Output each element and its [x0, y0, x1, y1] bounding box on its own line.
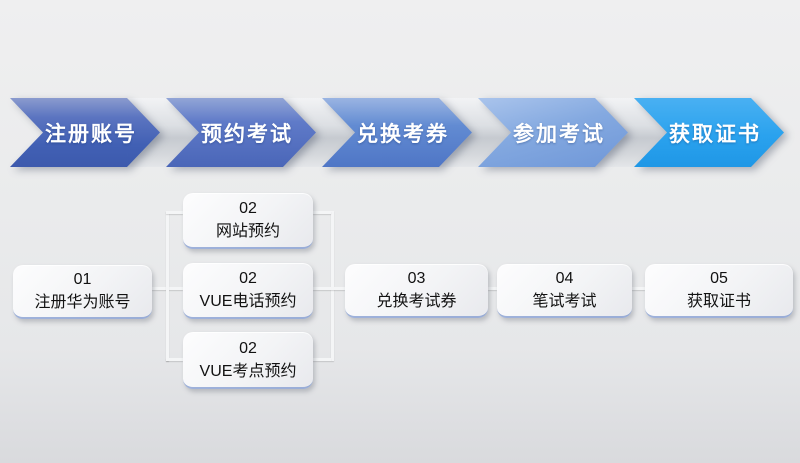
arrow-label: 获取证书	[669, 122, 761, 146]
connector-line	[166, 358, 183, 361]
connector-line	[313, 211, 331, 214]
arrow-label: 注册账号	[45, 122, 137, 146]
step-label: 注册华为账号	[34, 294, 131, 311]
arrow-label: 预约考试	[201, 122, 293, 146]
step-number: 05	[710, 270, 728, 287]
flow-box-website-booking: 02 网站预约	[183, 193, 313, 249]
step-number: 04	[555, 270, 574, 287]
arrow-label: 参加考试	[513, 122, 605, 146]
step-label: VUE考点预约	[199, 362, 297, 380]
step-number: 02	[239, 200, 257, 217]
connector-bracket-left	[166, 211, 169, 361]
step-number: 02	[239, 270, 257, 287]
connector-bracket-right	[331, 211, 334, 361]
step-label: VUE电话预约	[199, 293, 297, 310]
flow-box-written-exam: 04 笔试考试	[497, 264, 632, 318]
connector-line	[488, 287, 497, 290]
connector-line	[313, 287, 345, 290]
step-number: 02	[239, 339, 257, 357]
arrow-step-book-exam: 预约考试	[166, 98, 316, 167]
flow-box-vue-testcenter-booking: 02 VUE考点预约	[183, 332, 313, 389]
step-number: 01	[73, 271, 92, 288]
step-label: 兑换考试券	[376, 293, 457, 310]
arrow-label: 兑换考券	[357, 122, 449, 146]
step-number: 03	[407, 270, 426, 287]
flow-box-register-huawei-account: 01 注册华为账号	[13, 265, 152, 319]
flow-box-get-certificate: 05 获取证书	[645, 264, 793, 318]
step-label: 网站预约	[215, 223, 280, 240]
arrow-step-get-certificate: 获取证书	[634, 98, 784, 167]
connector-line	[166, 211, 183, 214]
connector-line	[313, 358, 331, 361]
connector-line	[632, 287, 645, 290]
step-label: 获取证书	[686, 293, 751, 310]
arrow-step-register-account: 注册账号	[10, 98, 160, 167]
flow-box-redeem-exam-voucher: 03 兑换考试券	[345, 264, 488, 318]
arrow-step-take-exam: 参加考试	[478, 98, 628, 167]
arrow-step-redeem-voucher: 兑换考券	[322, 98, 472, 167]
step-label: 笔试考试	[532, 293, 597, 310]
flow-box-vue-phone-booking: 02 VUE电话预约	[183, 263, 313, 319]
